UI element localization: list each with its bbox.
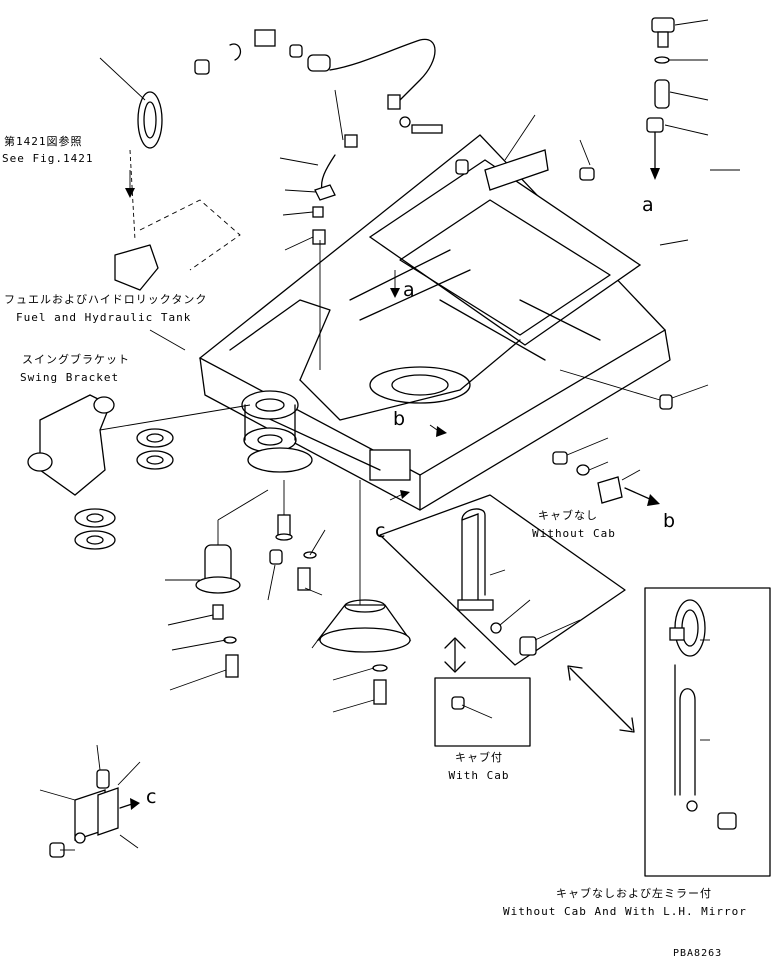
leader-lines (125, 157, 740, 501)
drawing-number: PBA8263 (673, 948, 723, 959)
bracket-detail-c (39, 744, 141, 858)
marker-b-frame: b (393, 408, 406, 430)
mirror-option-box (644, 587, 771, 877)
swivel-housing (311, 480, 412, 713)
fuel-hydraulic-tank (114, 149, 241, 291)
small-fittings (267, 480, 326, 601)
with-cab-box (434, 677, 531, 747)
arrow-to-mirror (567, 665, 635, 733)
marker-a-frame: a (403, 279, 415, 301)
tank-jp-label: フュエルおよびハイドロリックタンク (4, 293, 208, 306)
mirror-jp-label: キャブなしおよび左ミラー付 (556, 887, 712, 900)
hose-assembly (194, 29, 443, 370)
pin-assembly (165, 489, 269, 691)
swing-bracket-boss (241, 390, 313, 473)
revolving-frame (198, 134, 671, 511)
handrail-bracket (379, 494, 626, 666)
tank-en-label: Fuel and Hydraulic Tank (16, 311, 192, 324)
swing-bracket (27, 394, 251, 550)
swing-jp-label: スイングブラケット (22, 353, 130, 366)
cover-plate (455, 114, 595, 191)
bolt-stack-a (646, 17, 709, 180)
with-cab-en-label: With Cab (448, 769, 510, 782)
marker-c-frame: c (375, 520, 386, 542)
mirror-en-label: Without Cab And With L.H. Mirror (503, 905, 747, 918)
with-cab-jp-label: キャブ付 (455, 751, 503, 764)
marker-a-right: a (642, 194, 654, 216)
without-cab-bolts (552, 369, 709, 506)
mirror-top-left (99, 57, 163, 149)
see-fig-en-label: See Fig.1421 (2, 152, 94, 165)
arrow-to-with-cab (444, 637, 466, 673)
marker-c-detail: c (146, 786, 157, 808)
without-cab-en-label: Without Cab (532, 527, 616, 540)
see-fig-jp-label: 第1421図参照 (4, 135, 83, 148)
swing-en-label: Swing Bracket (20, 371, 120, 384)
marker-b-right: b (663, 510, 676, 532)
without-cab-jp-label: キャブなし (538, 509, 598, 522)
